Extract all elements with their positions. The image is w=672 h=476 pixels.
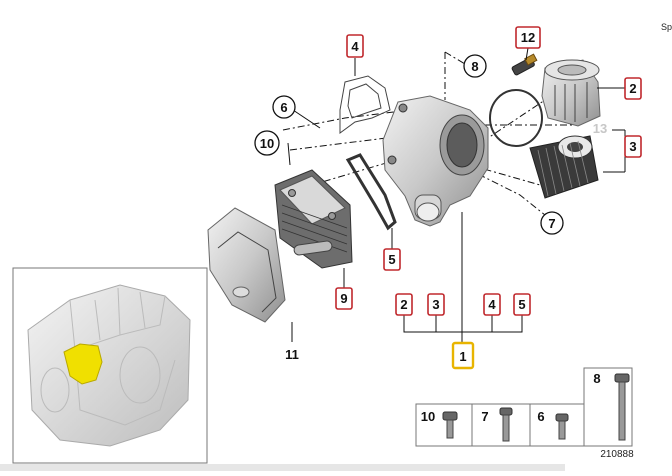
oil-cooler-cover[interactable] — [207, 207, 286, 323]
callout-12[interactable]: 12 — [515, 26, 541, 49]
svg-text:8: 8 — [593, 371, 600, 386]
svg-text:2: 2 — [400, 297, 407, 312]
callout-5-gasket[interactable]: 5 — [383, 248, 401, 271]
svg-text:9: 9 — [340, 291, 347, 306]
svg-text:5: 5 — [388, 252, 395, 267]
oil-filter-element[interactable] — [529, 135, 599, 199]
oil-filter-housing[interactable] — [382, 95, 489, 227]
callout-11[interactable]: 11 — [285, 347, 299, 362]
oil-pressure-sensor[interactable] — [511, 53, 538, 76]
engine-highlight-icon — [63, 343, 103, 385]
svg-text:1: 1 — [459, 349, 466, 364]
svg-text:7: 7 — [481, 409, 488, 424]
svg-text:2: 2 — [629, 81, 636, 96]
engine-inset — [12, 267, 208, 464]
svg-text:5: 5 — [518, 297, 525, 312]
callout-row-4[interactable]: 4 — [483, 293, 501, 316]
svg-text:6: 6 — [537, 409, 544, 424]
callout-row-5[interactable]: 5 — [513, 293, 531, 316]
svg-text:4: 4 — [488, 297, 496, 312]
o-ring[interactable] — [489, 89, 543, 147]
svg-text:13: 13 — [593, 121, 607, 136]
callout-7[interactable]: 7 — [540, 211, 564, 235]
callout-3-filter[interactable]: 3 — [624, 135, 642, 158]
callout-6[interactable]: 6 — [272, 95, 296, 119]
svg-text:4: 4 — [351, 39, 359, 54]
bolt-10[interactable]: 10 — [421, 409, 458, 439]
oil-filter-cap[interactable] — [541, 59, 601, 127]
svg-text:10: 10 — [260, 136, 274, 151]
diagram-reference-number: 210888 — [600, 449, 634, 460]
svg-text:3: 3 — [629, 139, 636, 154]
callout-1-highlighted[interactable]: 1 — [451, 341, 475, 370]
callout-4[interactable]: 4 — [346, 34, 364, 58]
svg-text:12: 12 — [521, 30, 535, 45]
callout-8[interactable]: 8 — [463, 54, 487, 78]
gasket-4[interactable] — [339, 75, 391, 134]
oil-cooler[interactable] — [274, 169, 353, 269]
svg-text:6: 6 — [280, 100, 287, 115]
horizontal-scrollbar[interactable] — [0, 464, 565, 471]
callout-row-3[interactable]: 3 — [427, 293, 445, 316]
callout-row-2[interactable]: 2 — [395, 293, 413, 316]
gasket-5[interactable] — [345, 153, 397, 231]
svg-text:11: 11 — [285, 347, 299, 362]
bolt-7[interactable]: 7 — [481, 407, 513, 442]
svg-text:7: 7 — [548, 216, 555, 231]
callout-13[interactable]: 13 — [593, 121, 607, 136]
svg-text:3: 3 — [432, 297, 439, 312]
bolt-8[interactable]: 8 — [593, 371, 630, 441]
svg-text:8: 8 — [471, 59, 478, 74]
callout-9[interactable]: 9 — [335, 287, 353, 310]
callout-2-cap[interactable]: 2 — [624, 77, 642, 100]
svg-text:10: 10 — [421, 409, 435, 424]
corner-text: Sp — [661, 22, 672, 32]
callout-10[interactable]: 10 — [254, 130, 280, 156]
bolt-6[interactable]: 6 — [537, 409, 569, 440]
